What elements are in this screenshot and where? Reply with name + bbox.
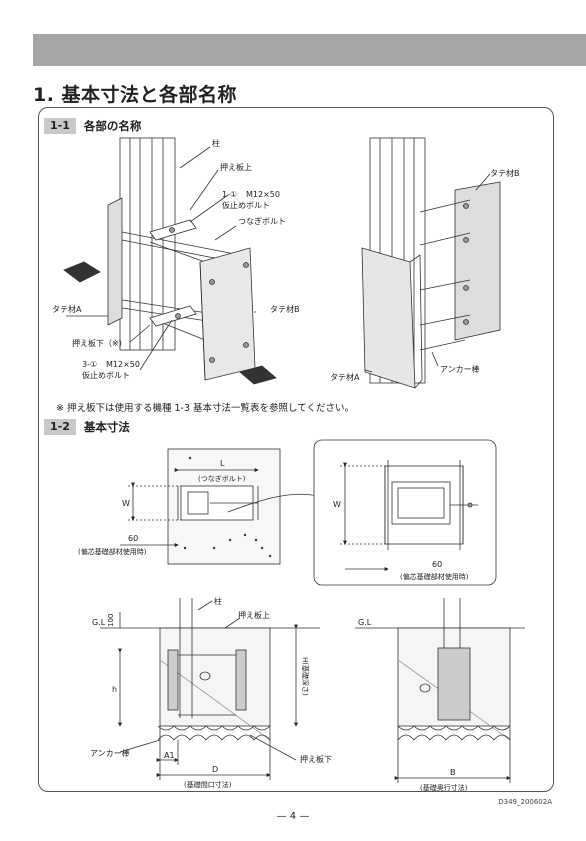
label-plate-upper-2: 押え板上 — [238, 610, 270, 620]
dim-A1: A1 — [164, 751, 175, 760]
section-1-1-heading: 1-1 各部の名称 — [44, 118, 141, 134]
dim-60-zoom: 60 — [432, 560, 442, 569]
section-number: 1-1 — [44, 118, 76, 134]
dim-L-sub: (つなぎボルト) — [198, 474, 246, 483]
dim-L: L — [220, 459, 225, 468]
side-section — [355, 598, 525, 783]
front-section — [100, 598, 320, 780]
label-plate-lower: 押え板下（※） — [72, 338, 127, 348]
label-tate-b-right: タテ材B — [490, 168, 520, 178]
label-bolt-upper-name: 仮止めボルト — [222, 200, 270, 210]
assembly-drawing-left — [63, 137, 277, 385]
dim-B-sub: (基礎奥行寸法) — [420, 783, 468, 792]
section-number: 1-2 — [44, 419, 76, 435]
front-section-labels: 柱 押え板上 G.L 100 h H(基礎深さ) アンカー棒 A1 D (基礎間… — [90, 596, 332, 789]
assembly-drawing-right — [361, 137, 501, 389]
label-bolt-upper-size: M12×50 — [246, 190, 280, 199]
dim-100: 100 — [107, 614, 115, 627]
dim-D-sub: (基礎間口寸法) — [184, 780, 232, 789]
dim-H: H(基礎深さ) — [301, 657, 310, 696]
label-pillar: 柱 — [212, 138, 220, 148]
section-title: 基本寸法 — [83, 420, 130, 434]
zoom-detail — [313, 439, 497, 586]
plan-view — [120, 448, 319, 565]
section-title: 各部の名称 — [83, 119, 142, 133]
header-bar — [33, 34, 586, 66]
dim-W: W — [122, 499, 130, 508]
dim-60: 60 — [128, 534, 138, 543]
label-tate-a: タテ材A — [52, 304, 82, 314]
label-pillar-2: 柱 — [214, 596, 222, 606]
assembly-labels-right: タテ材B タテ材A アンカー棒 — [330, 168, 520, 382]
label-bolt-upper-mark: 1-① — [222, 190, 237, 199]
label-bolt-lower-size: M12×50 — [106, 360, 140, 369]
document-code: D349_200602A — [498, 798, 552, 806]
label-bolt-lower-mark: 3-① — [82, 360, 97, 369]
label-gl-right: G.L — [358, 618, 372, 627]
dim-60-sub: (偏芯基礎部材使用時) — [78, 547, 147, 556]
footnote: ※ 押え板下は使用する機種 1-3 基本寸法一覧表を参照してください。 — [56, 403, 354, 414]
label-tate-a-right: タテ材A — [330, 372, 360, 382]
content-frame — [38, 107, 554, 792]
page-number: — 4 — — [276, 811, 310, 822]
label-tie-bolt: つなぎボルト — [238, 216, 286, 226]
dim-W-zoom: W — [333, 500, 341, 509]
dim-h: h — [112, 685, 117, 694]
page-title: 1. 基本寸法と各部名称 — [33, 84, 238, 106]
label-anchor: アンカー棒 — [90, 748, 130, 758]
plan-view-labels: L (つなぎボルト) W 60 (偏芯基礎部材使用時) — [78, 459, 246, 556]
label-tate-b: タテ材B — [270, 304, 300, 314]
zoom-labels: W 60 (偏芯基礎部材使用時) — [333, 500, 469, 581]
dim-60-zoom-sub: (偏芯基礎部材使用時) — [400, 572, 469, 581]
label-gl-left: G.L — [92, 618, 106, 627]
label-anchor-right: アンカー棒 — [440, 364, 480, 374]
label-plate-upper: 押え板上 — [220, 162, 252, 172]
assembly-labels-left: 柱 押え板上 1-① M12×50 仮止めボルト つなぎボルト タテ材A タテ材… — [52, 138, 300, 380]
dim-D: D — [212, 765, 218, 774]
dim-B: B — [450, 768, 456, 777]
label-plate-lower-2: 押え板下 — [300, 754, 332, 764]
label-bolt-lower-name: 仮止めボルト — [82, 370, 130, 380]
side-section-labels: G.L B (基礎奥行寸法) — [358, 618, 468, 792]
section-1-2-heading: 1-2 基本寸法 — [44, 419, 130, 435]
